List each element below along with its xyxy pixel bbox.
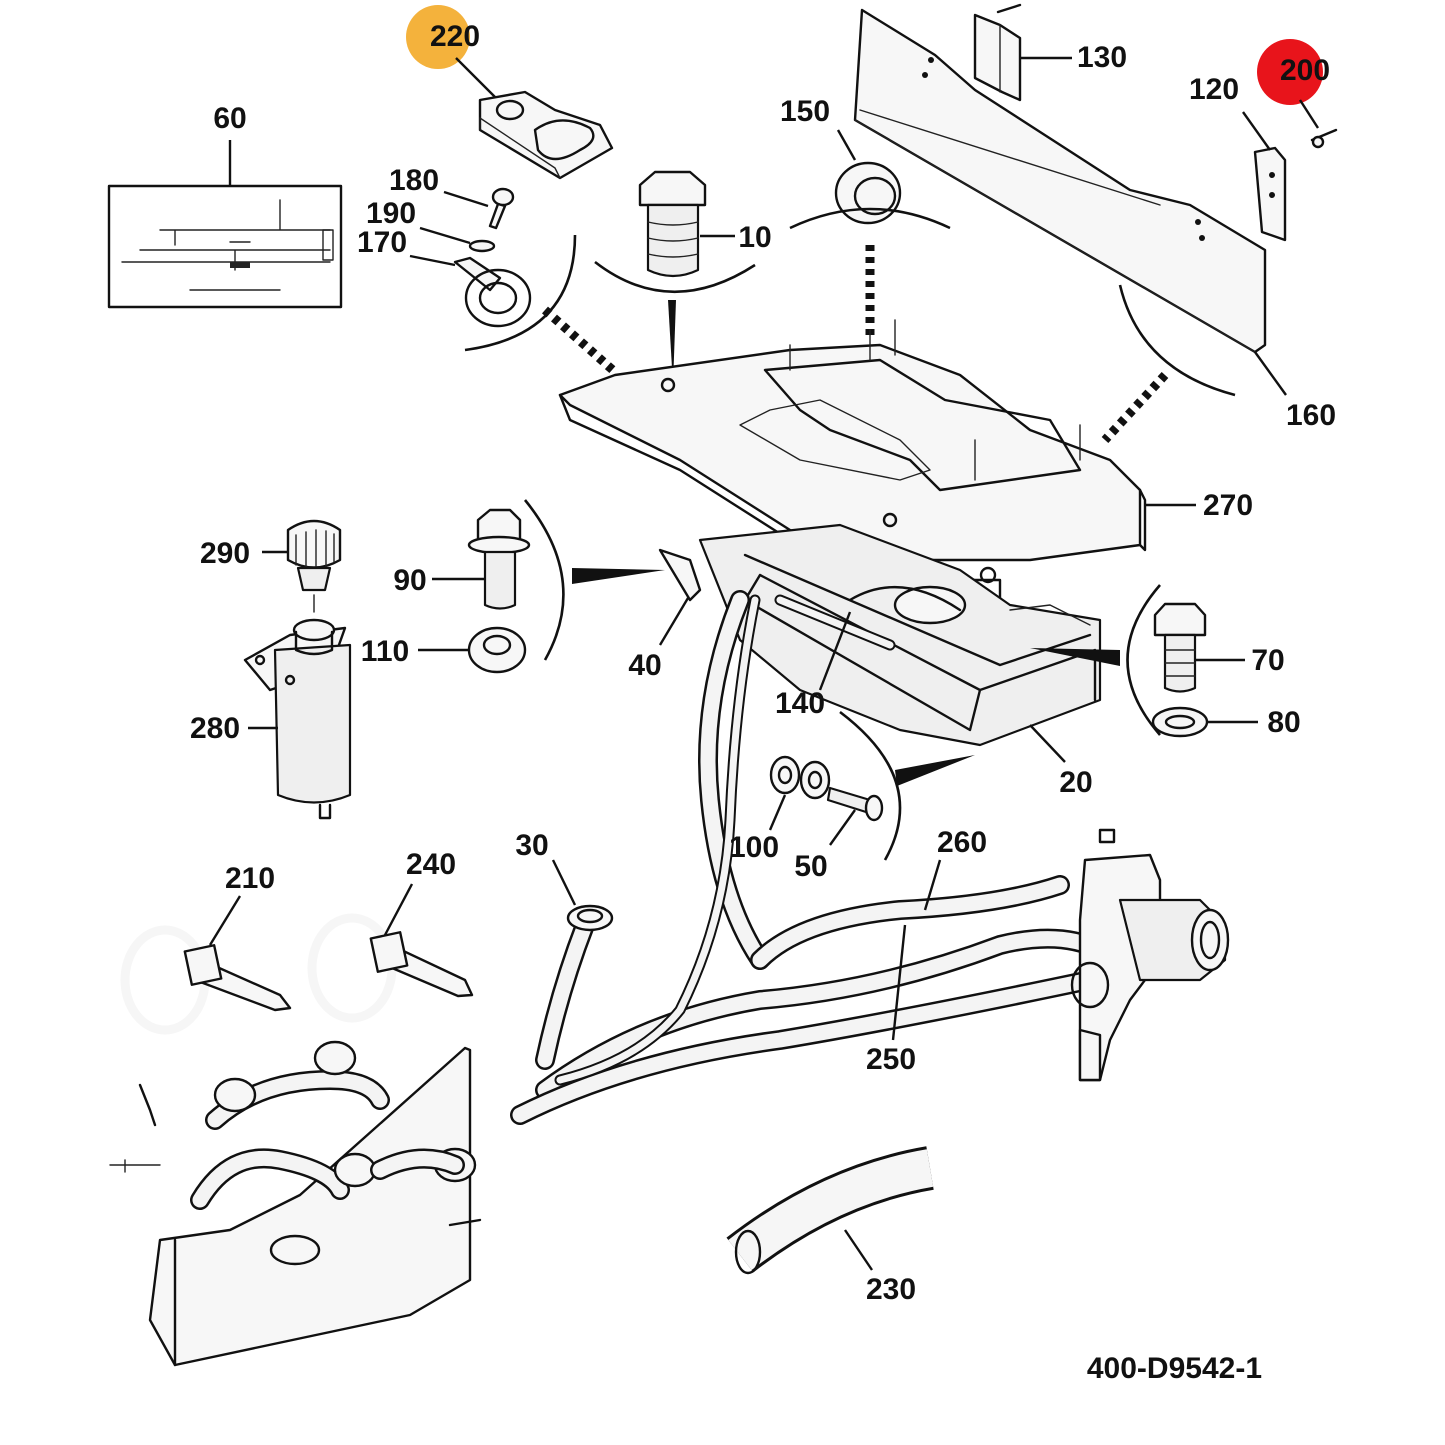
detail-arc-150 (789, 207, 951, 230)
callout-90-label[interactable]: 90 (393, 564, 426, 597)
callout-120-label[interactable]: 120 (1189, 73, 1239, 106)
part-150-grommet (834, 129, 902, 225)
tank-assembly (109, 1040, 482, 1367)
callout-100-label[interactable]: 100 (729, 831, 779, 864)
callout-260-label[interactable]: 260 (937, 826, 987, 859)
callout-240-label[interactable]: 240 (406, 848, 456, 881)
part-110-nut (418, 626, 527, 674)
callout-280-label[interactable]: 280 (190, 712, 240, 745)
part-160-side-panel (853, 8, 1267, 354)
detail-dash-160 (1101, 371, 1169, 444)
part-180-screw (443, 187, 515, 230)
callout-170-label[interactable]: 170 (357, 226, 407, 259)
callout-20-label[interactable]: 20 (1059, 766, 1092, 799)
part-200-screw (1298, 99, 1338, 149)
part-10-bolt (638, 170, 735, 278)
part-250-hose (510, 594, 1110, 1125)
part-70-bolt (1153, 602, 1245, 693)
part-90-bolt (432, 508, 531, 610)
part-50-bolt (826, 786, 884, 846)
callout-10-label[interactable]: 10 (738, 221, 771, 254)
detail-pointer-10 (668, 300, 676, 385)
part-270-cover (558, 319, 1147, 622)
detail-dash-170 (542, 306, 618, 376)
detail-arc-10 (594, 260, 756, 294)
callout-30-label[interactable]: 30 (515, 829, 548, 862)
callout-290-label[interactable]: 290 (200, 537, 250, 570)
detail-pointer-70 (1030, 648, 1120, 666)
callout-80-label[interactable]: 80 (1267, 706, 1300, 739)
part-80-washer (1151, 706, 1258, 738)
drawing-reference: 400-D9542-1 (1087, 1352, 1262, 1385)
part-280-filter (243, 618, 352, 820)
part-210-cable-tie (120, 895, 292, 1035)
detail-pointer-90 (572, 568, 665, 584)
part-220-bracket (455, 57, 614, 180)
callout-150-label[interactable]: 150 (780, 95, 830, 128)
part-230-hose (726, 1146, 934, 1275)
callout-70-label[interactable]: 70 (1251, 644, 1284, 677)
part-100-washers (768, 755, 831, 831)
detail-arc-90 (523, 499, 565, 661)
part-240-cable-tie (307, 883, 474, 1023)
part-120-bracket (1242, 111, 1287, 242)
part-40-clip (658, 548, 702, 646)
detail-arc-50 (839, 710, 902, 861)
part-290-cap (262, 519, 342, 613)
detail-arc-160 (1118, 284, 1236, 397)
callout-270-label[interactable]: 270 (1203, 489, 1253, 522)
callout-250-label[interactable]: 250 (866, 1043, 916, 1076)
callout-60-label[interactable]: 60 (213, 102, 246, 135)
part-20-frame (698, 523, 1102, 747)
callout-220-label[interactable]: 220 (430, 20, 480, 53)
callout-210-label[interactable]: 210 (225, 862, 275, 895)
part-260-hose (698, 590, 1070, 970)
part-30-elbow (535, 859, 614, 1070)
callout-230-label[interactable]: 230 (866, 1273, 916, 1306)
callout-200-highlight[interactable] (1257, 39, 1323, 105)
leader-160 (1254, 351, 1287, 396)
part-140-hose (774, 585, 967, 691)
callout-140-label[interactable]: 140 (775, 687, 825, 720)
leader-20 (1029, 724, 1066, 763)
callout-220-highlight[interactable] (406, 5, 470, 69)
detail-arc-70 (1126, 584, 1161, 736)
part-190-washer (419, 226, 496, 253)
callout-50-label[interactable]: 50 (794, 850, 827, 883)
callout-190-label[interactable]: 190 (366, 197, 416, 230)
callout-200-label[interactable]: 200 (1280, 54, 1330, 87)
detail-pointer-50 (895, 755, 975, 786)
callout-40-label[interactable]: 40 (628, 649, 661, 682)
callout-110-label[interactable]: 110 (361, 635, 409, 668)
callout-130-label[interactable]: 130 (1077, 41, 1127, 74)
part-130-hinge (973, 3, 1072, 102)
part-60-schematic (107, 140, 343, 309)
valve-assembly (1070, 828, 1230, 1082)
callout-180-label[interactable]: 180 (389, 164, 439, 197)
part-170-clamp (409, 254, 532, 328)
callout-160-label[interactable]: 160 (1286, 399, 1336, 432)
